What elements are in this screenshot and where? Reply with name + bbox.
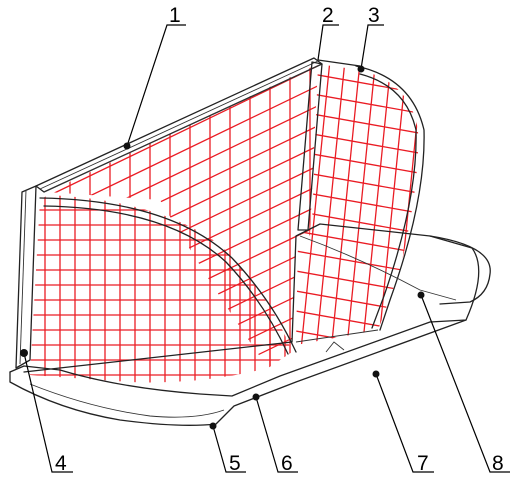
leader-3 [360, 24, 384, 70]
callout-labels: 1 2 3 4 5 6 7 8 [55, 4, 504, 475]
callout-label-2: 2 [322, 4, 334, 27]
leader-8 [420, 294, 510, 473]
callout-label-5: 5 [229, 452, 241, 475]
callout-label-6: 6 [281, 452, 293, 475]
leader-5 [212, 425, 246, 473]
callout-label-7: 7 [417, 452, 429, 475]
net-left-panel [30, 195, 292, 383]
leader-2 [317, 24, 339, 61]
leader-7 [375, 373, 434, 473]
callout-label-4: 4 [55, 452, 67, 475]
goal-frame [9, 57, 491, 426]
callout-label-8: 8 [492, 452, 504, 475]
leader-1 [126, 24, 186, 147]
leader-4 [23, 352, 73, 473]
callout-label-1: 1 [169, 4, 181, 27]
net-back-panel [48, 64, 318, 368]
callout-label-3: 3 [368, 4, 380, 27]
leader-6 [255, 396, 298, 473]
net-right-panel [296, 64, 419, 345]
callout-leaders [20, 24, 510, 473]
